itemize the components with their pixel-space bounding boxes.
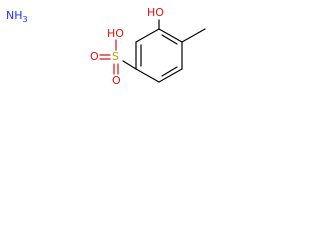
ammonia-n-h: NH bbox=[6, 9, 23, 22]
ring-bond bbox=[135, 68, 160, 83]
ring-bond bbox=[158, 68, 183, 83]
sulfonic-acid-group: S HO O O bbox=[90, 27, 124, 87]
ring-double-bond bbox=[161, 34, 178, 45]
chemical-structure-diagram: NH3 HO S HO O O bbox=[6, 6, 206, 87]
ring-double-bond bbox=[161, 66, 178, 77]
ring-bond bbox=[158, 28, 183, 43]
sulfur-label: S bbox=[112, 50, 119, 63]
oxo-left-label: O bbox=[90, 50, 99, 63]
ammonia-subscript: 3 bbox=[23, 15, 28, 24]
benzene-ring bbox=[135, 28, 183, 83]
sulfonic-hydroxyl-label: HO bbox=[107, 27, 124, 40]
ring-bond bbox=[135, 28, 160, 43]
ammonia-label: NH3 bbox=[6, 9, 28, 24]
oxo-bottom-label: O bbox=[112, 74, 121, 87]
methyl-bond bbox=[181, 28, 206, 43]
hydroxyl-label: HO bbox=[147, 6, 164, 19]
ring-sulfur-bond bbox=[122, 60, 137, 70]
